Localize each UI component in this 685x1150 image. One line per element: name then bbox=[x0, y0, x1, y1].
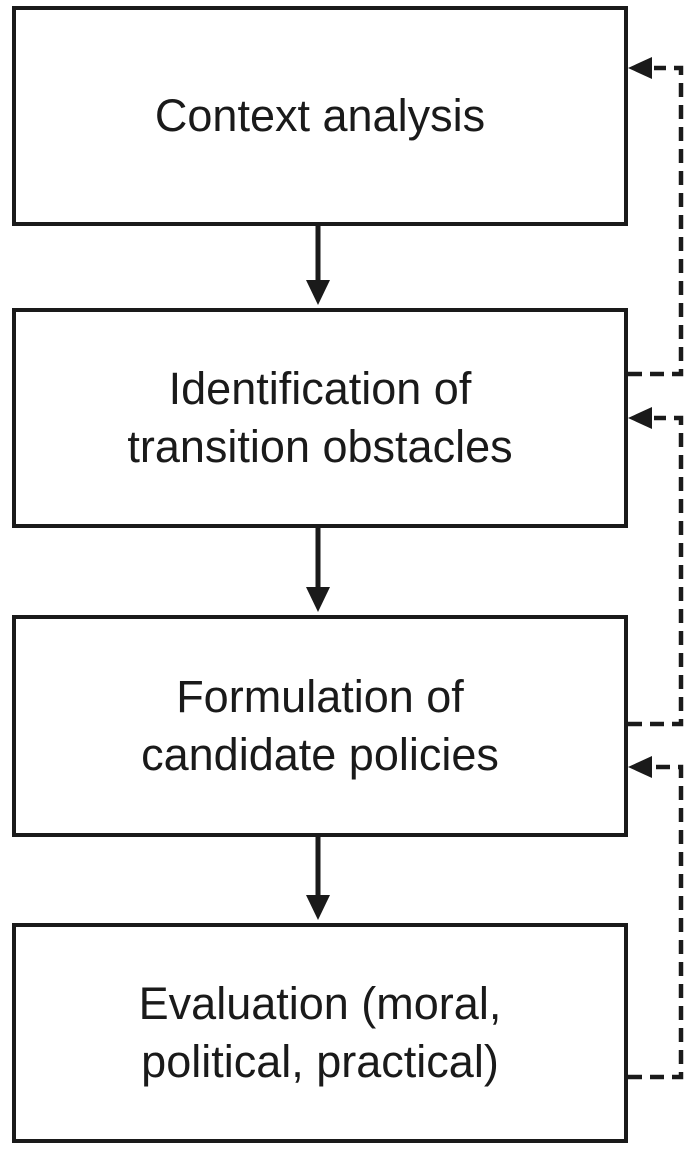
feedback-arrow-evaluation-to-policies bbox=[628, 756, 684, 1080]
feedback-elbow bbox=[628, 65, 684, 377]
step-label-transition-obstacles: Identification of transition obstacles bbox=[127, 362, 513, 473]
arrow-left-icon bbox=[628, 407, 652, 429]
arrow-down-icon bbox=[306, 280, 330, 305]
step-box-evaluation: Evaluation (moral, political, practical) bbox=[12, 923, 628, 1143]
flow-arrow-obstacles-to-policies bbox=[306, 528, 330, 612]
feedback-elbow bbox=[628, 764, 684, 1080]
step-box-transition-obstacles: Identification of transition obstacles bbox=[12, 308, 628, 528]
flow-arrow-policies-to-evaluation bbox=[306, 837, 330, 920]
step-label-context-analysis: Context analysis bbox=[154, 89, 486, 141]
step-label-candidate-policies: Formulation of candidate policies bbox=[141, 670, 499, 781]
feedback-elbow bbox=[628, 415, 684, 727]
feedback-arrow-obstacles-to-context bbox=[628, 57, 684, 377]
arrow-down-icon bbox=[306, 587, 330, 612]
step-label-evaluation: Evaluation (moral, political, practical) bbox=[138, 977, 502, 1088]
flow-arrow-context-to-obstacles bbox=[306, 226, 330, 305]
arrow-left-icon bbox=[628, 57, 652, 79]
feedback-arrow-policies-to-obstacles bbox=[628, 407, 684, 727]
step-box-context-analysis: Context analysis bbox=[12, 6, 628, 226]
arrow-down-icon bbox=[306, 895, 330, 920]
step-box-candidate-policies: Formulation of candidate policies bbox=[12, 615, 628, 837]
arrow-left-icon bbox=[628, 756, 652, 778]
